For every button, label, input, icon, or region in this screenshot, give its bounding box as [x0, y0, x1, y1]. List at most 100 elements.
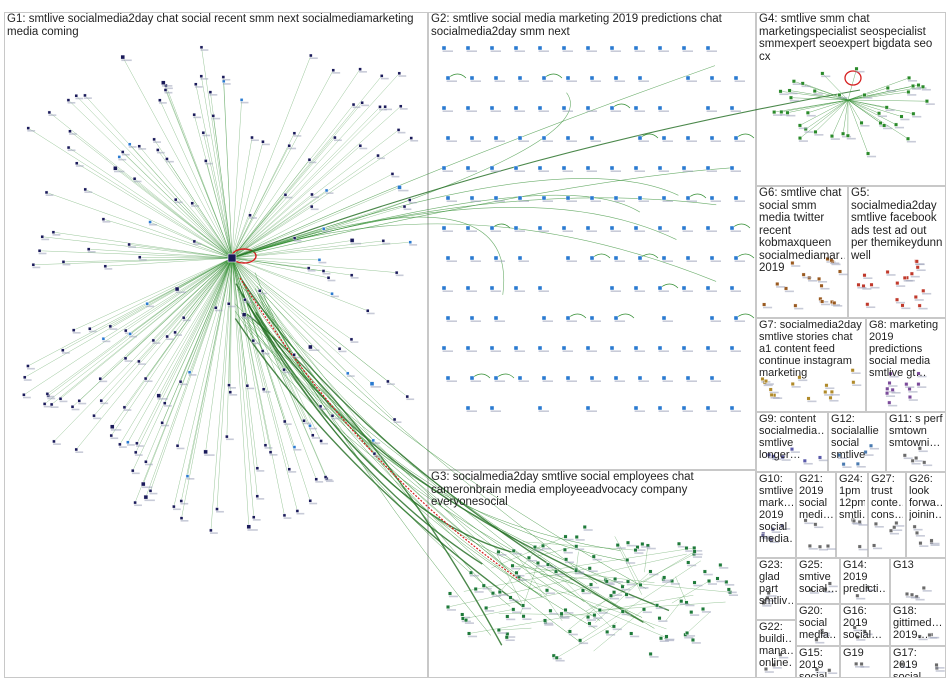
- node-g2[interactable]: [657, 165, 663, 171]
- node-g1[interactable]: [317, 258, 322, 262]
- node-g1[interactable]: [248, 213, 252, 217]
- node-g1[interactable]: [151, 338, 156, 343]
- node-g2[interactable]: [469, 195, 475, 201]
- node-g2[interactable]: [517, 255, 523, 261]
- node-g2[interactable]: [513, 165, 519, 171]
- node-g23[interactable]: [765, 595, 770, 600]
- node-g4[interactable]: [924, 99, 929, 104]
- node-g1[interactable]: [148, 489, 153, 493]
- node-g2[interactable]: [609, 45, 615, 51]
- node-g3[interactable]: [597, 608, 602, 613]
- node-g3[interactable]: [563, 608, 568, 612]
- node-g12[interactable]: [855, 461, 860, 466]
- node-g5[interactable]: [865, 302, 870, 307]
- node-g1[interactable]: [331, 68, 335, 72]
- node-g5[interactable]: [869, 282, 874, 287]
- node-g2[interactable]: [441, 225, 447, 231]
- node-g5[interactable]: [917, 303, 922, 308]
- node-g1[interactable]: [292, 353, 296, 357]
- node-g2[interactable]: [513, 285, 519, 291]
- node-g10[interactable]: [780, 523, 785, 528]
- node-g3[interactable]: [581, 588, 585, 593]
- node-g1[interactable]: [174, 286, 180, 292]
- node-g2[interactable]: [585, 165, 591, 171]
- node-g1[interactable]: [397, 185, 402, 190]
- node-g2[interactable]: [493, 375, 499, 381]
- node-g3[interactable]: [690, 638, 695, 642]
- node-g15[interactable]: [827, 668, 832, 673]
- node-g1[interactable]: [156, 148, 160, 152]
- node-g2[interactable]: [705, 225, 711, 231]
- node-g1[interactable]: [103, 264, 108, 268]
- node-g2[interactable]: [441, 105, 447, 111]
- node-g2[interactable]: [681, 405, 687, 411]
- hub-node[interactable]: [227, 253, 237, 263]
- node-g2[interactable]: [541, 195, 547, 201]
- node-g5[interactable]: [895, 297, 900, 302]
- node-g1[interactable]: [214, 306, 218, 310]
- node-g14[interactable]: [865, 585, 870, 590]
- node-g1[interactable]: [295, 509, 300, 513]
- node-g1[interactable]: [372, 451, 377, 456]
- node-g4[interactable]: [877, 111, 881, 116]
- node-g1[interactable]: [86, 247, 91, 251]
- node-g1[interactable]: [122, 405, 127, 410]
- node-g2[interactable]: [729, 345, 735, 351]
- node-g7[interactable]: [768, 387, 773, 392]
- node-g1[interactable]: [185, 474, 190, 478]
- node-g6[interactable]: [775, 282, 780, 286]
- node-g3[interactable]: [464, 618, 468, 623]
- node-g1[interactable]: [156, 393, 161, 398]
- node-g3[interactable]: [589, 582, 593, 587]
- node-g16[interactable]: [862, 629, 867, 634]
- node-g4[interactable]: [878, 121, 883, 125]
- node-g2[interactable]: [657, 345, 663, 351]
- node-g2[interactable]: [637, 195, 643, 201]
- node-g1[interactable]: [98, 376, 102, 381]
- node-g1[interactable]: [113, 166, 118, 171]
- node-g1[interactable]: [399, 104, 403, 108]
- node-g1[interactable]: [175, 444, 180, 448]
- node-g1[interactable]: [108, 324, 113, 329]
- node-g17[interactable]: [934, 662, 939, 667]
- node-g2[interactable]: [705, 165, 711, 171]
- node-g2[interactable]: [441, 285, 447, 291]
- node-g1[interactable]: [292, 236, 297, 240]
- node-g1[interactable]: [141, 481, 146, 487]
- node-g1[interactable]: [190, 201, 194, 206]
- node-g1[interactable]: [101, 217, 106, 221]
- node-g1[interactable]: [144, 460, 148, 464]
- node-g7[interactable]: [797, 375, 802, 380]
- node-g1[interactable]: [402, 204, 407, 209]
- node-g1[interactable]: [192, 112, 196, 117]
- node-g1[interactable]: [308, 499, 312, 503]
- node-g21[interactable]: [803, 518, 808, 523]
- node-g1[interactable]: [74, 447, 78, 452]
- node-g2[interactable]: [633, 45, 639, 51]
- node-g2[interactable]: [705, 345, 711, 351]
- node-g4[interactable]: [800, 81, 805, 86]
- node-g2[interactable]: [729, 285, 735, 291]
- node-g23[interactable]: [766, 591, 771, 595]
- node-g1[interactable]: [137, 144, 141, 148]
- node-g3[interactable]: [526, 555, 531, 560]
- node-g13[interactable]: [921, 585, 926, 590]
- node-g4[interactable]: [916, 83, 921, 88]
- node-g2[interactable]: [705, 285, 711, 291]
- node-g13[interactable]: [910, 592, 914, 597]
- node-g8[interactable]: [887, 400, 892, 405]
- node-g27[interactable]: [892, 525, 897, 530]
- node-g2[interactable]: [733, 195, 739, 201]
- node-g13[interactable]: [905, 592, 909, 596]
- node-g14[interactable]: [855, 593, 860, 598]
- node-g2[interactable]: [729, 405, 735, 411]
- node-g1[interactable]: [160, 421, 164, 425]
- node-g1[interactable]: [349, 337, 354, 342]
- node-g3[interactable]: [692, 580, 697, 585]
- node-g2[interactable]: [709, 375, 715, 381]
- node-g1[interactable]: [378, 105, 382, 109]
- node-g3[interactable]: [563, 534, 568, 539]
- node-g3[interactable]: [511, 607, 516, 612]
- node-g23[interactable]: [761, 600, 766, 605]
- node-g2[interactable]: [681, 45, 687, 51]
